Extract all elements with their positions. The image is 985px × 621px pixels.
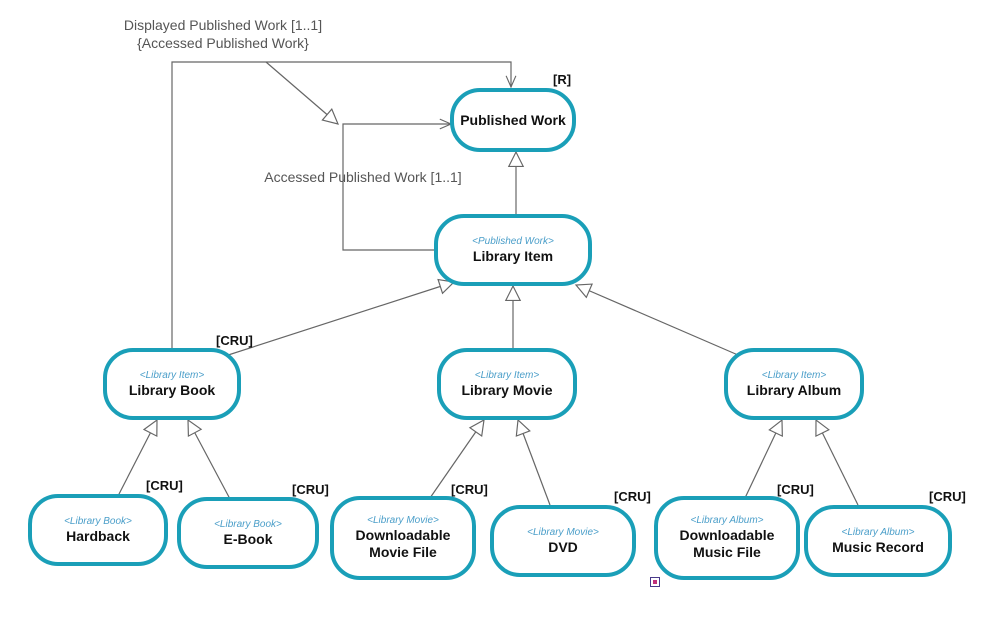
published-work-name: Published Work [460, 111, 566, 128]
displayed-published-work-label: Displayed Published Work [1..1] {Accesse… [118, 16, 328, 52]
diagram-anchor-icon[interactable] [650, 577, 660, 587]
library-movie-stereotype: <Library Item> [474, 369, 540, 381]
hardback-badge: [CRU] [146, 478, 183, 493]
published-work-badge: [R] [553, 72, 572, 87]
gen-dl-music-to-library-album [744, 418, 783, 499]
displayed-published-work-constraint: {Accessed Published Work} [137, 35, 309, 51]
music-record-name: Music Record [832, 538, 924, 555]
library-movie-name: Library Movie [461, 381, 553, 398]
library-album-node[interactable]: <Library Item> Library Album [724, 348, 864, 420]
ebook-stereotype: <Library Book> [214, 518, 282, 530]
ebook-name: E-Book [223, 530, 273, 547]
constraint-derivation-line [265, 61, 339, 125]
library-item-stereotype: <Published Work> [472, 235, 554, 247]
library-movie-node[interactable]: <Library Item> Library Movie [437, 348, 577, 420]
music-record-badge: [CRU] [929, 489, 966, 504]
library-item-name: Library Item [472, 247, 554, 264]
downloadable-movie-file-node[interactable]: <Library Movie> Downloadable Movie File [330, 496, 476, 580]
library-book-name: Library Book [128, 381, 216, 398]
ebook-badge: [CRU] [292, 482, 329, 497]
displayed-published-work-multiplicity: Displayed Published Work [1..1] [123, 17, 323, 33]
library-album-name: Library Album [746, 381, 842, 398]
music-record-node[interactable]: <Library Album> Music Record [804, 505, 952, 577]
downloadable-movie-file-name: Downloadable Movie File [355, 527, 451, 560]
downloadable-music-file-node[interactable]: <Library Album> Downloadable Music File [654, 496, 800, 580]
dvd-badge: [CRU] [614, 489, 651, 504]
library-book-badge: [CRU] [216, 333, 253, 348]
hardback-stereotype: <Library Book> [64, 515, 132, 527]
downloadable-music-file-stereotype: <Library Album> [690, 515, 764, 526]
library-album-stereotype: <Library Item> [761, 369, 827, 381]
dvd-stereotype: <Library Movie> [527, 526, 599, 538]
gen-library-album-to-library-item [574, 283, 739, 356]
library-book-node[interactable]: <Library Item> Library Book [103, 348, 241, 420]
published-work-node[interactable]: Published Work [450, 88, 576, 152]
accessed-published-work-label: Accessed Published Work [1..1] [264, 169, 462, 185]
music-record-stereotype: <Library Album> [841, 526, 915, 538]
dvd-node[interactable]: <Library Movie> DVD [490, 505, 636, 577]
displayed-published-work-connector [171, 61, 517, 350]
dvd-name: DVD [548, 538, 578, 555]
gen-music-record-to-library-album [815, 418, 859, 506]
hardback-node[interactable]: <Library Book> Hardback [28, 494, 168, 566]
downloadable-music-file-name: Downloadable Music File [679, 527, 775, 560]
gen-dvd-to-library-movie [515, 418, 551, 506]
gen-library-book-to-library-item [221, 278, 456, 358]
downloadable-music-file-badge: [CRU] [777, 482, 814, 497]
gen-dl-movie-to-library-movie [429, 418, 485, 499]
gen-hardback-to-library-book [117, 418, 158, 497]
ebook-node[interactable]: <Library Book> E-Book [177, 497, 319, 569]
downloadable-movie-file-badge: [CRU] [451, 482, 488, 497]
accessed-published-work-connector [342, 118, 453, 251]
hardback-name: Hardback [66, 527, 130, 544]
downloadable-movie-file-stereotype: <Library Movie> [367, 515, 439, 526]
gen-ebook-to-library-book [187, 418, 231, 500]
library-item-node[interactable]: <Published Work> Library Item [434, 214, 592, 286]
library-book-stereotype: <Library Item> [139, 369, 205, 381]
